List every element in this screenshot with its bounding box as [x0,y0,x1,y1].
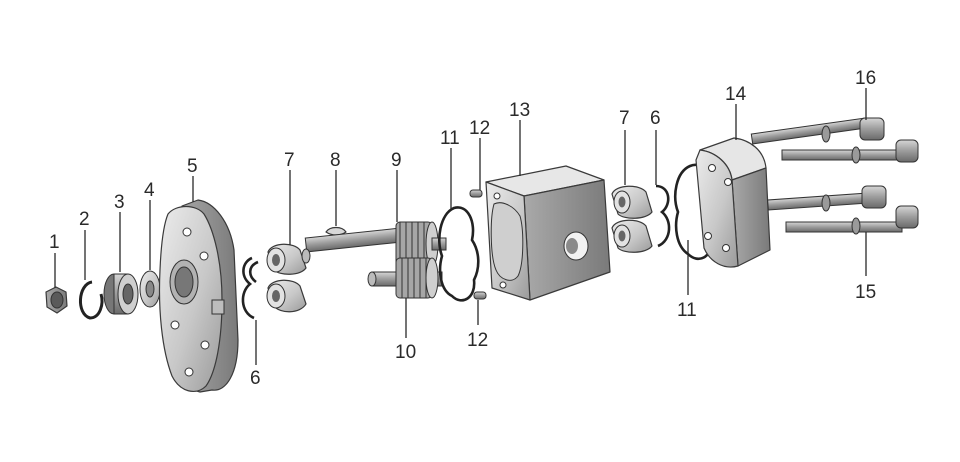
callout-9: 9 [391,150,402,171]
part-12-dowel-pin-top [469,189,483,198]
callout-6b: 6 [650,108,661,129]
callout-11b: 11 [677,300,697,321]
part-6-seal-front [241,256,259,320]
part-10-driven-gear-shaft [367,257,443,299]
callout-8: 8 [330,150,341,171]
part-14-rear-cover [695,137,771,268]
callout-3: 3 [114,192,125,213]
callout-11a: 11 [440,128,460,149]
part-16-bolt-upper-2 [781,139,919,164]
part-8-key [325,226,347,236]
part-4-washer [139,270,161,308]
callout-7a: 7 [284,150,295,171]
callout-12b: 12 [467,330,488,351]
part-7-bushing-rear [611,185,653,253]
part-9-drive-gear-shaft [301,221,447,267]
part-11-oring-front [438,206,480,302]
callout-15: 15 [855,282,876,303]
callout-12a: 12 [469,118,490,139]
callout-16: 16 [855,68,876,89]
callout-6a: 6 [250,368,261,389]
callout-1: 1 [49,232,60,253]
part-15-bolt-lower [767,185,887,212]
leader-lines [54,88,867,365]
callout-4: 4 [144,180,155,201]
callout-13: 13 [509,100,530,121]
part-7-bushing-front [266,243,307,313]
part-12-dowel-pin-bottom [473,291,487,300]
callout-10: 10 [395,342,416,363]
part-3-bearing [103,273,139,315]
callout-2: 2 [79,209,90,230]
part-15-bolt-lower-2 [785,205,919,235]
callout-7b: 7 [619,108,630,129]
part-16-bolt-upper [750,117,885,145]
part-5-front-flange [158,199,239,393]
part-1-nut [45,286,68,314]
callout-labels: 1 2 3 4 5 6 6 7 7 8 9 10 11 11 12 12 13 … [49,68,876,389]
callout-5: 5 [187,156,198,177]
part-6-seal-rear [655,184,671,248]
part-13-pump-body [485,165,611,301]
callout-14: 14 [725,84,747,105]
part-2-circlip [79,280,104,320]
